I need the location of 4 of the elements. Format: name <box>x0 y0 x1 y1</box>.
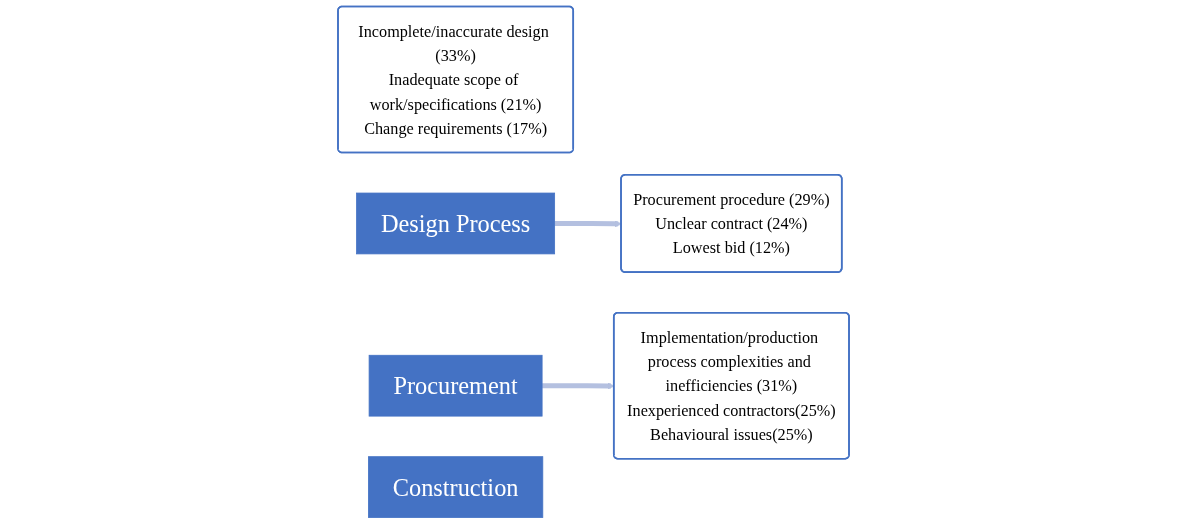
node-box: Procurement <box>368 354 543 417</box>
node-box: Construction <box>368 456 544 518</box>
arrow <box>554 220 622 228</box>
node-box: Design Process <box>356 192 556 255</box>
